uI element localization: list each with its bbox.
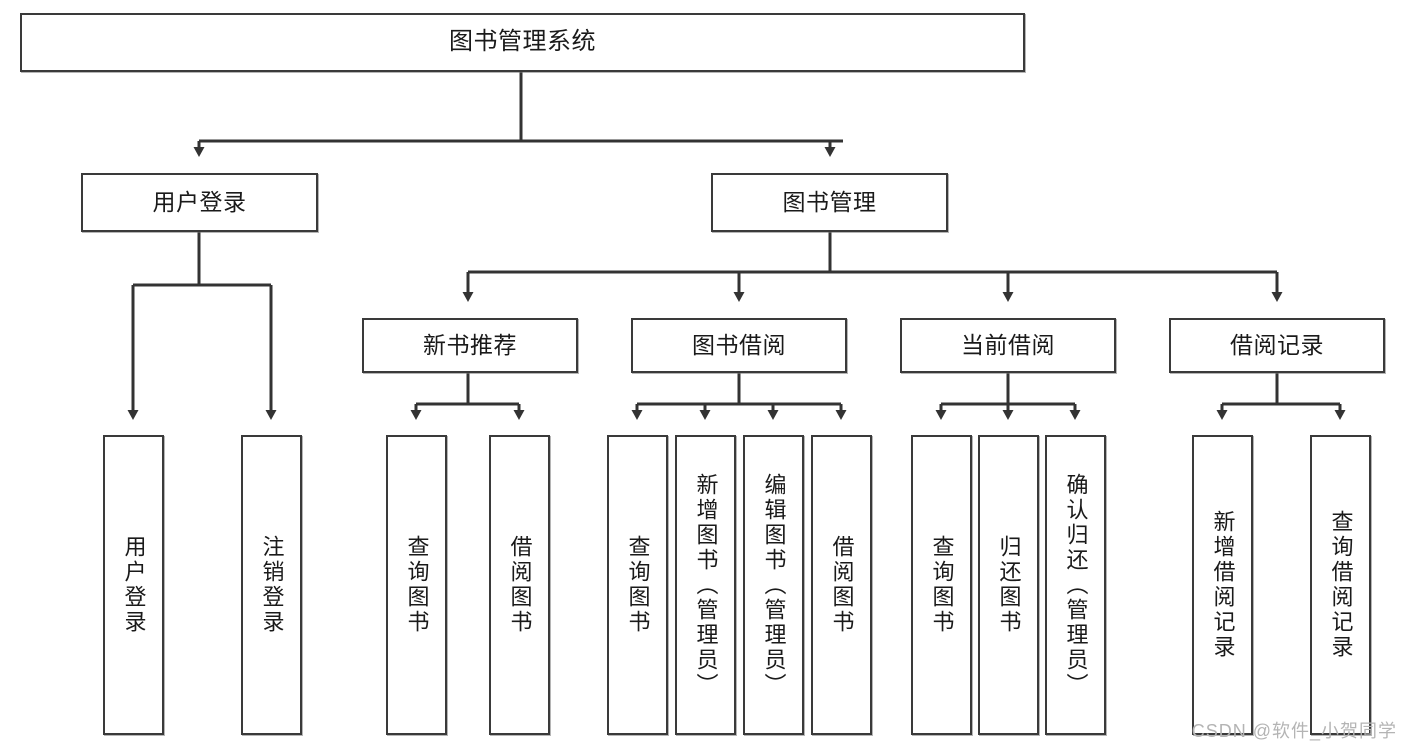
node-label: 借阅图书	[507, 535, 533, 635]
leaf-add-borrow-record[interactable]: 新增借阅记录	[1192, 435, 1253, 735]
node-label: 新增借阅记录	[1210, 510, 1236, 660]
node-label: 注销登录	[259, 535, 285, 635]
node-label: 借阅图书	[829, 535, 855, 635]
node-label: 借阅记录	[1230, 331, 1324, 358]
leaf-add-book[interactable]: 新增图书（管理员）	[675, 435, 736, 735]
leaf-query-book-borrow[interactable]: 查询图书	[607, 435, 668, 735]
node-label: 查询图书	[625, 535, 651, 635]
leaf-edit-book[interactable]: 编辑图书（管理员）	[743, 435, 804, 735]
node-label: 用户登录	[121, 535, 147, 635]
node-label: 新书推荐	[423, 331, 517, 358]
node-label: 查询借阅记录	[1328, 510, 1354, 660]
node-label: 当前借阅	[961, 331, 1055, 358]
leaf-logout-login[interactable]: 注销登录	[241, 435, 302, 735]
node-new-book-recommend[interactable]: 新书推荐	[362, 318, 578, 373]
node-label: 确认归还（管理员）	[1063, 472, 1089, 698]
node-current-borrow[interactable]: 当前借阅	[900, 318, 1116, 373]
leaf-borrow-book[interactable]: 借阅图书	[811, 435, 872, 735]
node-label: 归还图书	[996, 535, 1022, 635]
node-book-management[interactable]: 图书管理	[711, 173, 948, 232]
node-label: 图书管理	[782, 188, 877, 215]
node-label: 图书借阅	[692, 331, 786, 358]
leaf-query-book-current[interactable]: 查询图书	[911, 435, 972, 735]
leaf-query-borrow-record[interactable]: 查询借阅记录	[1310, 435, 1371, 735]
node-user-login[interactable]: 用户登录	[81, 173, 318, 232]
node-label: 用户登录	[152, 188, 247, 215]
node-label: 编辑图书（管理员）	[761, 472, 787, 698]
node-borrow-record[interactable]: 借阅记录	[1169, 318, 1385, 373]
leaf-query-book-recommend[interactable]: 查询图书	[386, 435, 447, 735]
leaf-user-login[interactable]: 用户登录	[103, 435, 164, 735]
node-label: 新增图书（管理员）	[693, 472, 719, 698]
node-book-borrow[interactable]: 图书借阅	[631, 318, 847, 373]
leaf-borrow-book-recommend[interactable]: 借阅图书	[489, 435, 550, 735]
node-book-management-system[interactable]: 图书管理系统	[20, 13, 1025, 72]
leaf-return-book[interactable]: 归还图书	[978, 435, 1039, 735]
node-label: 查询图书	[929, 535, 955, 635]
node-label: 图书管理系统	[449, 28, 596, 56]
node-label: 查询图书	[404, 535, 430, 635]
csdn-watermark: CSDN @软件_小贺同学	[1191, 721, 1397, 741]
leaf-confirm-return[interactable]: 确认归还（管理员）	[1045, 435, 1106, 735]
